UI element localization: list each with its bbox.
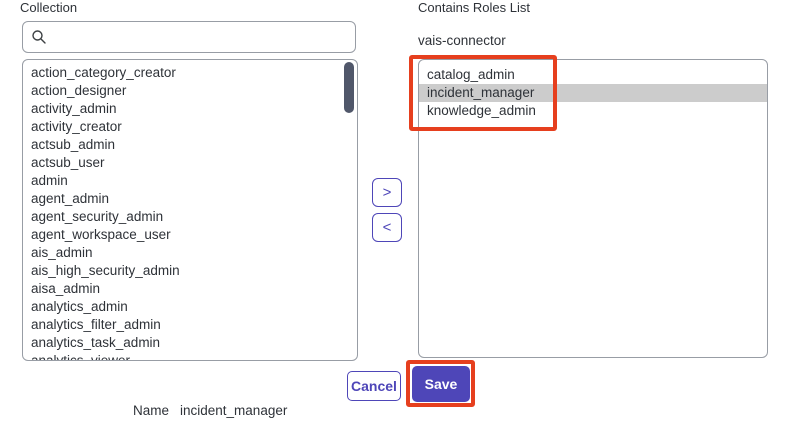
list-item[interactable]: action_category_creator [31, 65, 176, 80]
list-item[interactable]: actsub_admin [31, 137, 116, 152]
list-item[interactable]: ais_admin [31, 245, 93, 260]
list-item[interactable]: aisa_admin [31, 281, 101, 296]
list-item[interactable]: action_designer [31, 83, 127, 98]
list-item[interactable]: agent_security_admin [31, 209, 164, 224]
list-item[interactable]: ais_high_security_admin [31, 263, 180, 278]
move-right-button[interactable]: > [372, 178, 402, 207]
list-item[interactable]: analytics_task_admin [31, 335, 161, 350]
list-item[interactable]: analytics_admin [31, 299, 128, 314]
search-icon [32, 30, 46, 44]
list-item[interactable]: actsub_user [31, 155, 105, 170]
contains-roles-list-label: Contains Roles List [418, 0, 530, 15]
name-label: Name [133, 403, 170, 418]
group-name-label: vais-connector [418, 33, 506, 48]
scrollbar-thumb[interactable] [344, 62, 354, 113]
collection-search [22, 21, 356, 53]
collection-label: Collection [20, 0, 78, 15]
move-left-button[interactable]: < [372, 213, 402, 242]
list-item[interactable]: activity_creator [31, 119, 122, 134]
list-item[interactable]: agent_workspace_user [31, 227, 171, 242]
list-item[interactable]: analytics_viewer [31, 353, 131, 361]
search-input[interactable] [47, 22, 355, 52]
list-item[interactable]: incident_manager [419, 84, 767, 102]
list-item[interactable]: catalog_admin [427, 67, 515, 82]
list-item[interactable]: activity_admin [31, 101, 117, 116]
cancel-button[interactable]: Cancel [347, 371, 401, 401]
list-item[interactable]: knowledge_admin [427, 103, 536, 118]
list-item[interactable]: admin [31, 173, 68, 188]
save-button[interactable]: Save [412, 366, 470, 402]
list-item[interactable]: analytics_filter_admin [31, 317, 161, 332]
name-row: Name incident_manager [133, 403, 287, 418]
name-value: incident_manager [180, 403, 288, 418]
list-item[interactable]: agent_admin [31, 191, 110, 206]
